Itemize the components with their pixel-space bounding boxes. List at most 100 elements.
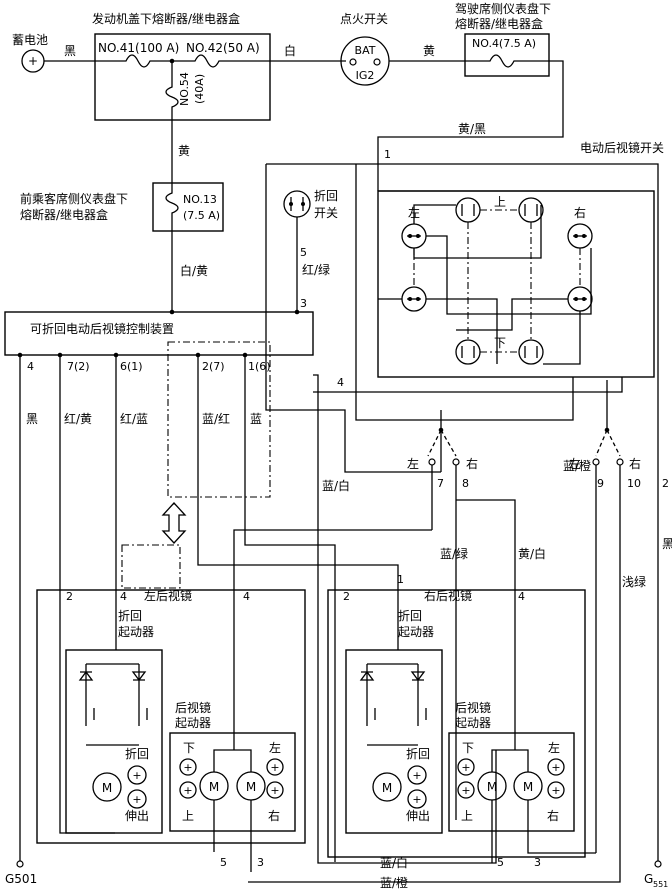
svg-text:+: +	[461, 784, 470, 797]
svg-text:伸出: 伸出	[125, 809, 149, 823]
svg-text:折回: 折回	[314, 188, 338, 203]
svg-text:折回: 折回	[406, 746, 430, 761]
switch-down-label: 下	[494, 336, 506, 350]
svg-text:7: 7	[437, 477, 444, 490]
svg-text:右: 右	[466, 456, 478, 471]
fuse-4-label: NO.4(7.5 A)	[472, 37, 536, 50]
wire-label-black-right: 黑	[662, 537, 672, 551]
wire-label-red-green: 红/绿	[302, 262, 330, 277]
svg-text:折回: 折回	[398, 608, 422, 623]
svg-text:551: 551	[653, 880, 668, 889]
svg-text:10: 10	[627, 477, 641, 490]
svg-text:+: +	[183, 761, 192, 774]
svg-text:+: +	[551, 761, 560, 774]
pin-5-label: 5	[300, 246, 307, 259]
svg-text:1: 1	[384, 148, 391, 161]
svg-text:3: 3	[300, 297, 307, 310]
fuse-54-label: NO.54	[178, 72, 191, 106]
wire-label-blue-white-bottom: 蓝/白	[380, 855, 408, 870]
svg-text:4: 4	[120, 590, 127, 603]
wire-label-yellow-black: 黄/黑	[458, 122, 486, 136]
ignition-switch: 点火开关 BAT IG2	[340, 12, 390, 86]
wire-label-blue-orange-bottom: 蓝/橙	[380, 875, 408, 890]
svg-text:左: 左	[407, 456, 419, 471]
wire-label-white-yellow: 白/黄	[180, 263, 208, 278]
direction-switch: 1 上 左 右 下	[377, 148, 655, 378]
battery: + 蓄电池	[12, 33, 48, 73]
svg-text:7(2): 7(2)	[67, 360, 90, 373]
svg-text:可折回电动后视镜控制装置: 可折回电动后视镜控制装置	[30, 321, 174, 336]
svg-text:左后视镜: 左后视镜	[144, 588, 192, 603]
wire-label-blue-orange-right: 蓝/橙	[563, 458, 591, 473]
svg-text:右: 右	[574, 205, 586, 220]
svg-text:BAT: BAT	[355, 44, 376, 57]
driver-fuse-box: 驾驶席侧仪表盘下 熔断器/继电器盒 NO.4(7.5 A)	[455, 1, 551, 77]
svg-text:起动器: 起动器	[118, 625, 154, 639]
svg-text:折回: 折回	[125, 746, 149, 761]
svg-text:发动机盖下熔断器/继电器盒: 发动机盖下熔断器/继电器盒	[92, 11, 240, 26]
svg-text:(7.5 A): (7.5 A)	[183, 209, 220, 222]
svg-text:起动器: 起动器	[455, 716, 491, 730]
svg-text:起动器: 起动器	[175, 716, 211, 730]
fuse-42-label: NO.42(50 A)	[186, 41, 260, 55]
svg-text:6(1): 6(1)	[120, 360, 143, 373]
svg-text:M: M	[102, 781, 112, 795]
svg-text:右: 右	[547, 808, 559, 823]
svg-text:1: 1	[397, 573, 404, 586]
svg-text:+: +	[28, 54, 38, 68]
svg-text:熔断器/继电器盒: 熔断器/继电器盒	[20, 207, 108, 222]
wire-label-red-blue: 红/蓝	[120, 411, 148, 426]
switch-up-label: 上	[494, 195, 506, 209]
ground-g501: G501	[5, 860, 37, 886]
svg-text:左: 左	[548, 740, 560, 755]
svg-text:1(6): 1(6)	[248, 360, 271, 373]
engine-fuse-box: 发动机盖下熔断器/继电器盒 NO.41(100 A) NO.42(50 A) N…	[92, 11, 271, 121]
svg-text:+: +	[461, 761, 470, 774]
svg-text:折回: 折回	[118, 608, 142, 623]
mirror-switch-label: 电动后视镜开关	[580, 140, 664, 155]
svg-text:+: +	[270, 784, 279, 797]
wire-label-light-green: 浅绿	[622, 574, 646, 589]
svg-text:M: M	[246, 780, 256, 794]
svg-text:4: 4	[518, 590, 525, 603]
svg-text:上: 上	[461, 809, 473, 823]
svg-text:3: 3	[534, 856, 541, 869]
wire-label-red-yellow: 红/黄	[64, 411, 92, 426]
svg-text:(40A): (40A)	[193, 74, 206, 104]
svg-text:点火开关: 点火开关	[340, 12, 388, 26]
fuse-41-label: NO.41(100 A)	[98, 41, 179, 55]
svg-text:G501: G501	[5, 872, 37, 886]
svg-text:+: +	[412, 769, 421, 782]
svg-text:+: +	[551, 784, 560, 797]
left-mirror: 左后视镜 2 4 4 折回 起动器 折回 M + + 伸出 后视镜 起动器 下 …	[36, 588, 306, 872]
fuse-13-label: NO.13	[183, 193, 217, 206]
svg-text:前乘客席侧仪表盘下: 前乘客席侧仪表盘下	[20, 191, 128, 206]
svg-text:5: 5	[497, 856, 504, 869]
wire-label-blue-white-mid: 蓝/白	[322, 478, 350, 493]
svg-text:9: 9	[597, 477, 604, 490]
svg-text:2: 2	[343, 590, 350, 603]
svg-text:开关: 开关	[314, 206, 338, 220]
svg-text:起动器: 起动器	[398, 625, 434, 639]
ground-g551: G 551	[644, 860, 668, 889]
svg-text:G: G	[644, 872, 653, 886]
svg-text:下: 下	[183, 741, 195, 755]
svg-text:+: +	[132, 769, 141, 782]
svg-text:右: 右	[268, 808, 280, 823]
svg-text:4: 4	[337, 376, 344, 389]
svg-text:左: 左	[569, 456, 581, 471]
svg-text:伸出: 伸出	[406, 809, 430, 823]
wire-label-blue-red: 蓝/红	[202, 411, 230, 426]
svg-text:熔断器/继电器盒: 熔断器/继电器盒	[455, 16, 543, 31]
wire-label-yellow-top: 黄	[423, 44, 435, 58]
svg-text:5: 5	[220, 856, 227, 869]
svg-text:IG2: IG2	[356, 69, 375, 82]
svg-text:后视镜: 后视镜	[175, 700, 211, 715]
wire-label-yellow-white: 黄/白	[518, 546, 546, 561]
svg-text:左: 左	[269, 740, 281, 755]
battery-label: 蓄电池	[12, 33, 48, 47]
passenger-fuse-box: 前乘客席侧仪表盘下 熔断器/继电器盒 NO.13 (7.5 A)	[20, 182, 224, 232]
svg-text:8: 8	[462, 477, 469, 490]
wire-label-blue: 蓝	[250, 412, 262, 426]
